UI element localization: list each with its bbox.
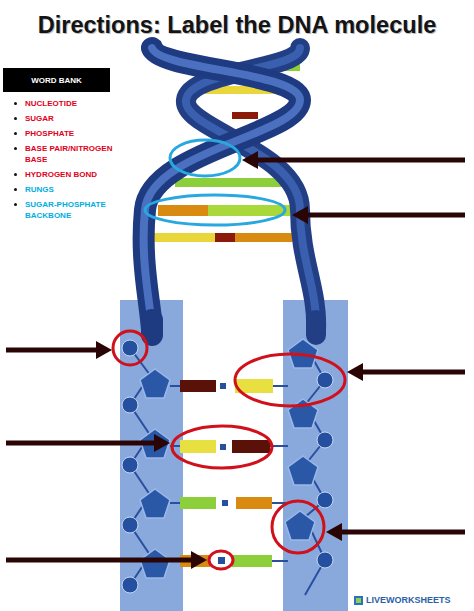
bullet-dot xyxy=(14,147,17,150)
bullet-dot xyxy=(14,173,17,176)
word-bank-list: NUCLEOTIDE SUGAR PHOSPHATE BASE PAIR/NITROG… xyxy=(14,98,114,225)
right-backbone-band xyxy=(283,300,348,611)
bullet-dot xyxy=(14,203,17,206)
bullet-dot xyxy=(14,132,17,135)
word-bank-item: SUGAR-PHOSPHATE BACKBONE xyxy=(14,199,114,221)
bullet-dot xyxy=(14,117,17,120)
left-backbone-band xyxy=(120,300,183,611)
word-bank-item: NUCLEOTIDE xyxy=(14,98,114,109)
word-bank-term: PHOSPHATE xyxy=(25,128,74,139)
word-bank-header: WORD BANK xyxy=(3,68,110,92)
word-bank-term: HYDROGEN BOND xyxy=(25,169,97,180)
word-bank-item: RUNGS xyxy=(14,184,114,195)
box-text: WORD BANK xyxy=(31,76,82,85)
highlight-rings xyxy=(113,140,345,569)
worksheet-title: Directions: Label the DNA molecule xyxy=(0,12,474,39)
bullet-dot xyxy=(14,102,17,105)
phosphate-circles xyxy=(122,340,333,593)
word-bank-item: PHOSPHATE xyxy=(14,128,114,139)
word-bank-item: BASE PAIR/NITROGEN BASE xyxy=(14,143,114,165)
watermark-text: LIVEWORKSHEETS xyxy=(366,595,451,605)
word-bank-term: SUGAR-PHOSPHATE BACKBONE xyxy=(25,199,114,221)
word-bank-term: NUCLEOTIDE xyxy=(25,98,77,109)
word-bank-item: HYDROGEN BOND xyxy=(14,169,114,180)
base-pairs xyxy=(170,379,288,567)
watermark-icon xyxy=(354,596,363,605)
sugar-pentagons xyxy=(140,339,318,578)
pointer-arrows xyxy=(6,151,465,569)
helix-strands xyxy=(144,48,317,335)
word-bank-term: SUGAR xyxy=(25,113,54,124)
word-bank-term: BASE PAIR/NITROGEN BASE xyxy=(25,143,114,165)
word-bank-item: SUGAR xyxy=(14,113,114,124)
bullet-dot xyxy=(14,188,17,191)
word-bank-term: RUNGS xyxy=(25,184,54,195)
